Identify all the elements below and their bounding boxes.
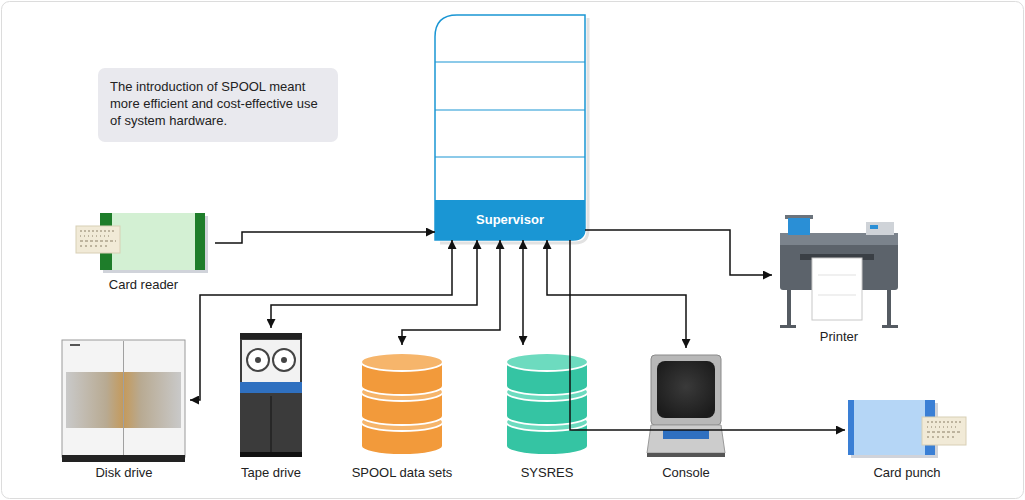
disk-mark bbox=[70, 344, 80, 346]
printer-leg bbox=[887, 288, 891, 328]
punched-card bbox=[76, 226, 120, 253]
monitor-screen bbox=[657, 361, 715, 418]
tape-reel bbox=[247, 349, 269, 371]
printer-foot bbox=[882, 325, 898, 328]
card-holes bbox=[80, 231, 116, 232]
node-label: Disk drive bbox=[38, 465, 210, 480]
connector-arrow bbox=[190, 240, 452, 400]
note-text: The introduction of SPOOL meant more eff… bbox=[110, 78, 330, 129]
node-label: Supervisor bbox=[435, 200, 585, 240]
card-holes bbox=[927, 422, 962, 423]
reel-hub bbox=[281, 357, 287, 363]
printer-foot bbox=[780, 325, 796, 328]
card-reader: Card reader bbox=[72, 208, 215, 294]
tape-drive: Tape drive bbox=[232, 328, 310, 482]
node-label: SPOOL data sets bbox=[327, 465, 477, 480]
printer-panel bbox=[866, 222, 894, 235]
disk-drive: Disk drive bbox=[58, 336, 190, 482]
console-base bbox=[647, 425, 725, 453]
disk-base bbox=[62, 455, 185, 462]
printer-blue-part bbox=[788, 218, 810, 235]
tape-reel bbox=[273, 349, 295, 371]
printer-illustration bbox=[780, 215, 898, 328]
partition-line bbox=[435, 156, 585, 157]
paper-fold bbox=[818, 295, 856, 296]
spool-data-sets: SPOOL data sets bbox=[347, 345, 457, 482]
partition-line bbox=[435, 61, 585, 62]
supervisor-band bbox=[435, 200, 585, 240]
card-holes bbox=[927, 432, 962, 433]
reel-hub bbox=[255, 357, 261, 363]
disk-divider bbox=[123, 341, 124, 456]
printer-light bbox=[870, 225, 878, 229]
console-keyboard bbox=[663, 430, 709, 439]
card-punch-illustration bbox=[848, 400, 966, 458]
tape-cabinet bbox=[240, 333, 302, 455]
card-holes bbox=[927, 437, 956, 438]
card-holes bbox=[927, 427, 958, 428]
node-label: Card punch bbox=[825, 465, 989, 480]
tape-blue-bar bbox=[240, 382, 302, 393]
console-foot bbox=[647, 453, 725, 457]
connector-arrow bbox=[585, 230, 772, 275]
monitor-frame bbox=[651, 355, 721, 425]
supervisor-box: Supervisor bbox=[435, 15, 585, 240]
supervisor-illustration bbox=[435, 15, 588, 243]
card-holes bbox=[80, 246, 110, 247]
node-label: Tape drive bbox=[212, 465, 330, 480]
partition-line bbox=[435, 109, 585, 110]
printer: Printer bbox=[772, 212, 906, 346]
cylinder-top bbox=[361, 353, 443, 371]
reader-edge bbox=[195, 213, 205, 270]
console: Console bbox=[645, 348, 727, 482]
disk-drive-illustration bbox=[62, 340, 185, 462]
sysres-cylinders bbox=[506, 353, 588, 455]
tape-divider bbox=[270, 396, 272, 452]
node-label: Printer bbox=[752, 329, 926, 344]
connector-arrow bbox=[522, 240, 524, 345]
printer-leg bbox=[787, 288, 791, 328]
connector-arrow bbox=[570, 240, 845, 430]
card-punch: Card punch bbox=[845, 395, 969, 482]
punch-edge bbox=[848, 400, 854, 455]
supervisor-outline bbox=[435, 15, 585, 240]
connector-arrow bbox=[215, 232, 435, 243]
node-label: Console bbox=[625, 465, 747, 480]
card-reader-illustration bbox=[76, 213, 208, 273]
cylinder-top bbox=[506, 353, 588, 371]
card-holes bbox=[80, 236, 112, 237]
tape-top bbox=[240, 333, 302, 339]
tape-drive-illustration bbox=[240, 333, 302, 457]
disk-cabinet bbox=[62, 340, 185, 457]
card-holes bbox=[80, 241, 116, 242]
connector-arrow bbox=[271, 240, 477, 328]
node-label: SYSRES bbox=[480, 465, 614, 480]
printer-paper bbox=[812, 258, 862, 320]
console-illustration bbox=[647, 355, 725, 457]
node-label: Card reader bbox=[52, 277, 235, 292]
connector-arrow bbox=[547, 240, 686, 348]
paper-fold bbox=[818, 275, 856, 276]
punched-card bbox=[922, 417, 966, 445]
tape-base bbox=[240, 452, 302, 457]
spool-cylinders bbox=[361, 353, 443, 455]
note-box: The introduction of SPOOL meant more eff… bbox=[98, 68, 338, 142]
tape-panel bbox=[242, 340, 300, 382]
connector-arrow bbox=[402, 240, 500, 345]
sysres-volume: SYSRES bbox=[500, 345, 594, 482]
